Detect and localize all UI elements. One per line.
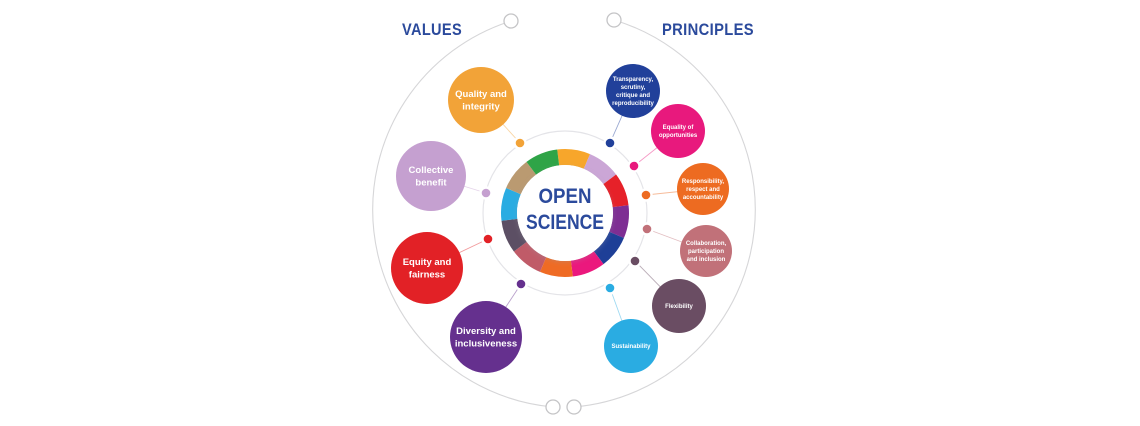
anchor-dot-responsibility-respect-and-accountability [639, 188, 653, 202]
ring-segment-red [603, 174, 629, 208]
anchor-dot-quality-and-integrity [513, 136, 527, 150]
anchor-dot-diversity-and-inclusiveness [514, 277, 528, 291]
anchor-dot-transparency-scrutiny-critique-and-reproducibility [603, 136, 617, 150]
principle-bubble-flexibility [652, 279, 706, 333]
hub-ring-group [501, 149, 629, 277]
anchor-dot-sustainability [603, 281, 617, 295]
principle-bubble-sustainability [604, 319, 658, 373]
principle-bubble-label-sustainability: Sustainability [611, 344, 651, 350]
hub-title-line1: OPEN [539, 185, 592, 208]
ring-segment-lilac [583, 154, 617, 185]
value-bubble-diversity-and-inclusiveness [450, 301, 522, 373]
ring-segment-navy [593, 231, 624, 265]
principles-header: PRINCIPLES [662, 20, 754, 39]
value-bubble-equity-and-fairness [391, 232, 463, 304]
values-header: VALUES [402, 20, 462, 39]
ring-segment-purple [609, 205, 629, 239]
gap-dot-2 [545, 399, 561, 415]
ring-segment-slate [501, 218, 527, 252]
ring-segment-rose [513, 241, 547, 272]
hub-track-circle [482, 130, 648, 296]
hub-track-group [482, 130, 648, 296]
anchor-dot-equity-and-fairness [481, 232, 495, 246]
ring-segment-orange-top [557, 149, 591, 169]
anchor-dot-equality-of-opportunities [627, 159, 641, 173]
left-arc [372, 20, 554, 408]
principle-bubble-equality-of-opportunities [651, 104, 705, 158]
ring-segment-orange-bottom [539, 257, 573, 277]
ring-segment-cyan [501, 187, 521, 221]
gap-dot-0 [503, 13, 519, 29]
ring-segment-pink [570, 251, 604, 277]
value-bubble-collective-benefit [396, 141, 466, 211]
anchor-dots-group [479, 136, 654, 295]
principle-bubble-responsibility-respect-and-accountability [677, 163, 729, 215]
principle-bubble-collaboration-participation-and-inclusion [680, 225, 732, 277]
ring-segment-tan [506, 161, 537, 195]
gap-dot-3 [566, 399, 582, 415]
hub-inner-circle [517, 165, 613, 261]
principle-bubble-label-flexibility: Flexibility [665, 304, 693, 310]
right-arc [573, 19, 756, 408]
gap-dot-1 [606, 12, 622, 28]
principle-bubble-transparency-scrutiny-critique-and-reproducibility [606, 64, 660, 118]
anchor-dot-collective-benefit [479, 186, 493, 200]
anchor-dot-flexibility [628, 254, 642, 268]
ring-segment-green [526, 149, 560, 175]
outer-circle-group [372, 12, 756, 415]
anchor-dot-collaboration-participation-and-inclusion [640, 222, 654, 236]
hub-title-line2: SCIENCE [526, 211, 604, 234]
value-bubble-quality-and-integrity [448, 67, 514, 133]
